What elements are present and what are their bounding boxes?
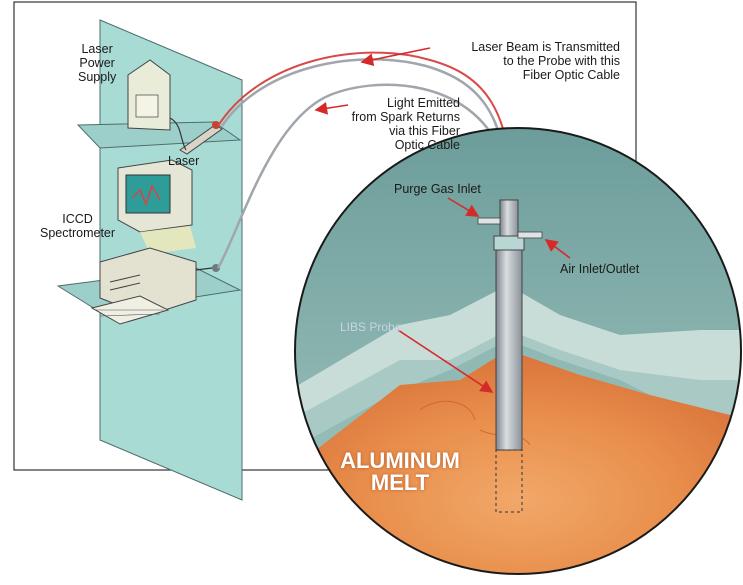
magnified-border (294, 127, 742, 575)
purge-gas-inlet-label: Purge Gas Inlet (394, 182, 481, 196)
aluminum-melt-label: ALUMINUM MELT (340, 448, 460, 495)
light-emitted-label: Light Emitted from Spark Returns via thi… (351, 96, 460, 152)
probe-submerged (495, 449, 523, 513)
light-emitted-arrow (314, 101, 349, 115)
purge-gas-arrow (447, 197, 480, 217)
air-inlet-outlet-label: Air Inlet/Outlet (560, 262, 640, 276)
libs-probe-arrow (397, 329, 494, 393)
purge-gas-port (477, 217, 501, 225)
iccd-spectrometer-label: ICCD Spectrometer (40, 212, 116, 240)
computer-case (99, 247, 197, 317)
libs-probe-label: LIBS Probe (340, 320, 402, 334)
laser-power-supply-label: Laser Power Supply (78, 42, 117, 84)
laser-beam-label: Laser Beam is Transmitted to the Probe w… (471, 40, 620, 82)
air-port (517, 231, 543, 239)
laser-device (179, 124, 223, 155)
probe-head (499, 199, 519, 241)
laser-label: Laser (168, 154, 200, 168)
libs-probe (495, 249, 523, 451)
laser-beam-arrow (360, 47, 431, 67)
air-inlet-arrow (544, 239, 571, 259)
